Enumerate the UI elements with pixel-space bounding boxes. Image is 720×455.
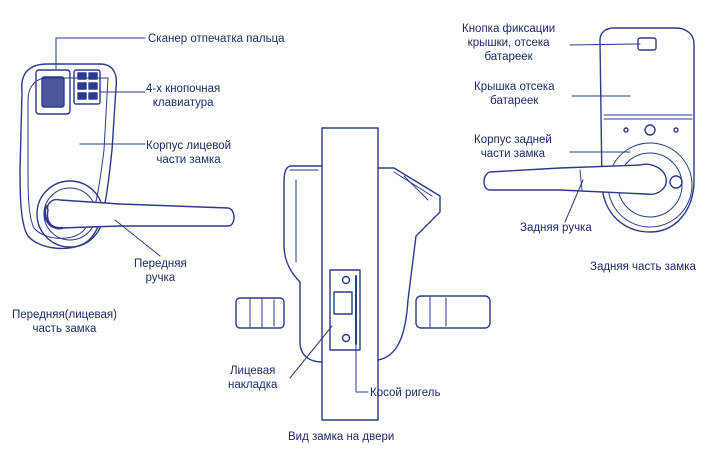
label-keypad: 4-х кнопочная клавиатура [146, 83, 221, 109]
side-leaders [289, 325, 369, 393]
label-rear-handle: Задняя ручка [520, 222, 592, 234]
label-lock-button: Кнопка фиксации крышки, отсека батареек [462, 23, 556, 63]
label-rear-body: Корпус задней части замка [474, 134, 552, 160]
label-front-handle: Передняя ручка [134, 258, 187, 284]
label-front-body: Корпус лицевой части замка [146, 140, 232, 166]
front-leaders [55, 37, 161, 257]
side-lock-drawing [235, 127, 491, 421]
rear-leaders [564, 43, 641, 223]
label-battery-cover: Крышка отсека батареек [474, 81, 555, 107]
front-lock-drawing [19, 63, 235, 250]
label-face-plate: Лицевая накладка [228, 365, 278, 391]
caption-front: Передняя(лицевая) часть замка [12, 309, 117, 335]
label-scanner: Сканер отпечатка пальца [148, 33, 285, 45]
label-latch: Косой ригель [370, 387, 441, 399]
rear-lock-drawing [483, 27, 695, 233]
caption-side: Вид замка на двери [288, 431, 395, 443]
caption-rear: Задняя часть замка [590, 261, 696, 273]
